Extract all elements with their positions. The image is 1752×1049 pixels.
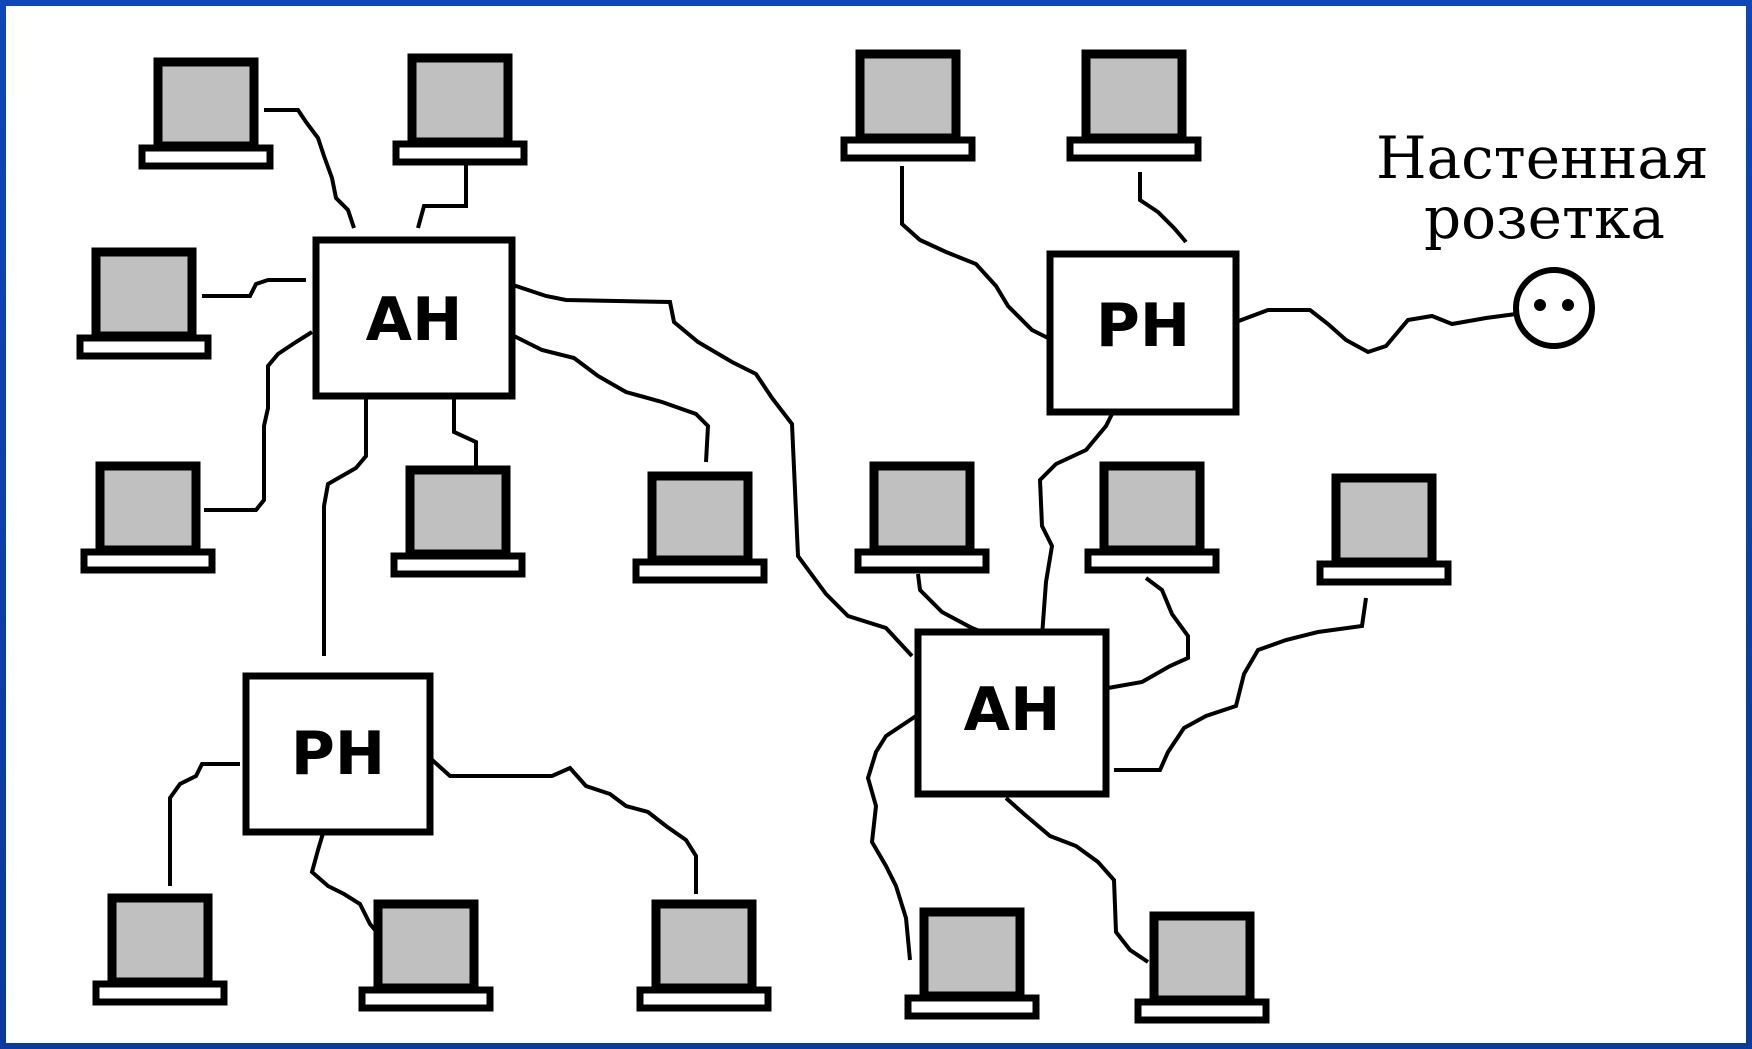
computer-base xyxy=(1316,560,1452,586)
computer-icon[interactable] xyxy=(904,907,1040,1020)
hub-rh-bottom-left[interactable]: РН xyxy=(242,672,434,836)
cable xyxy=(1235,308,1517,355)
computer-base xyxy=(92,980,228,1006)
cable xyxy=(1037,405,1118,637)
computer-screen xyxy=(1149,911,1255,1005)
computer-base xyxy=(138,144,274,170)
computer-screen xyxy=(647,471,753,565)
network-diagram: АН РН РН АН Настенная розетка xyxy=(76,49,1709,1024)
cable xyxy=(264,108,356,229)
computer-icon[interactable] xyxy=(392,53,528,166)
computer-icon[interactable] xyxy=(632,471,768,584)
computer-base xyxy=(76,334,212,360)
computer-screen xyxy=(95,461,201,555)
hub-rh-top-right[interactable]: РН xyxy=(1046,250,1240,416)
computer-base xyxy=(1066,136,1202,162)
diagram-panel: АН РН РН АН Настенная розетка xyxy=(6,6,1746,1043)
computer-icon[interactable] xyxy=(1066,49,1202,162)
computers xyxy=(76,49,1452,1024)
outlet-ring xyxy=(1513,267,1595,349)
computer-base xyxy=(854,548,990,574)
cable xyxy=(428,756,698,894)
computer-screen xyxy=(407,53,513,147)
hub-box xyxy=(914,628,1110,798)
wall-outlet-icon[interactable] xyxy=(1513,267,1595,349)
computer-icon[interactable] xyxy=(358,899,494,1012)
wall-outlet-label-line1: Настенная xyxy=(1376,124,1709,192)
cable xyxy=(865,714,918,961)
hub-ah-top-left[interactable]: АН xyxy=(312,236,516,400)
computer-screen xyxy=(153,57,259,151)
cable xyxy=(309,829,382,938)
cable xyxy=(1138,172,1188,244)
computer-base xyxy=(840,136,976,162)
cable xyxy=(322,396,368,656)
computer-screen xyxy=(855,49,961,143)
hub-label: РН xyxy=(1096,291,1190,361)
computer-base xyxy=(636,986,772,1012)
computer-base xyxy=(358,986,494,1012)
computer-base xyxy=(632,558,768,584)
cables xyxy=(168,108,1517,964)
computer-screen xyxy=(405,465,511,559)
hub-label: АН xyxy=(964,675,1061,745)
cable xyxy=(509,282,914,658)
outlet-socket-left xyxy=(1534,299,1546,311)
hub-ah-bottom-right[interactable]: АН xyxy=(914,628,1110,798)
computer-screen xyxy=(1099,461,1205,555)
cable xyxy=(416,161,468,229)
computer-icon[interactable] xyxy=(854,461,990,574)
outlet-socket-right xyxy=(1562,299,1574,311)
computer-base xyxy=(904,994,1040,1020)
computer-base xyxy=(392,140,528,166)
computer-base xyxy=(390,552,526,578)
cable xyxy=(452,396,478,466)
computer-icon[interactable] xyxy=(1316,473,1452,586)
cable xyxy=(202,278,306,298)
cable xyxy=(1107,576,1190,690)
cable xyxy=(900,166,1049,340)
cable xyxy=(509,332,711,463)
computer-icon[interactable] xyxy=(1134,911,1270,1024)
computer-base xyxy=(1084,548,1220,574)
hub-label: РН xyxy=(291,719,385,789)
computer-base xyxy=(1134,998,1270,1024)
hub-box xyxy=(242,672,434,836)
cable xyxy=(916,573,993,638)
computer-screen xyxy=(919,907,1025,1001)
computer-icon[interactable] xyxy=(1084,461,1220,574)
computer-screen xyxy=(651,899,757,993)
computer-screen xyxy=(373,899,479,993)
cable xyxy=(168,762,240,886)
computer-icon[interactable] xyxy=(390,465,526,578)
hub-box xyxy=(312,236,516,400)
computer-icon[interactable] xyxy=(92,893,228,1006)
computer-screen xyxy=(1081,49,1187,143)
computer-screen xyxy=(1331,473,1437,567)
computer-icon[interactable] xyxy=(840,49,976,162)
cable xyxy=(204,330,314,512)
hub-label: АН xyxy=(366,285,463,355)
computer-screen xyxy=(91,247,197,341)
hub-box xyxy=(1046,250,1240,416)
wall-outlet-label-line2: розетка xyxy=(1424,184,1665,252)
computer-icon[interactable] xyxy=(138,57,274,170)
computer-icon[interactable] xyxy=(636,899,772,1012)
computer-base xyxy=(80,548,216,574)
computer-icon[interactable] xyxy=(80,461,216,574)
computer-icon[interactable] xyxy=(76,247,212,360)
cable xyxy=(1114,597,1368,772)
computer-screen xyxy=(869,461,975,555)
computer-screen xyxy=(107,893,213,987)
cable xyxy=(1004,796,1150,964)
